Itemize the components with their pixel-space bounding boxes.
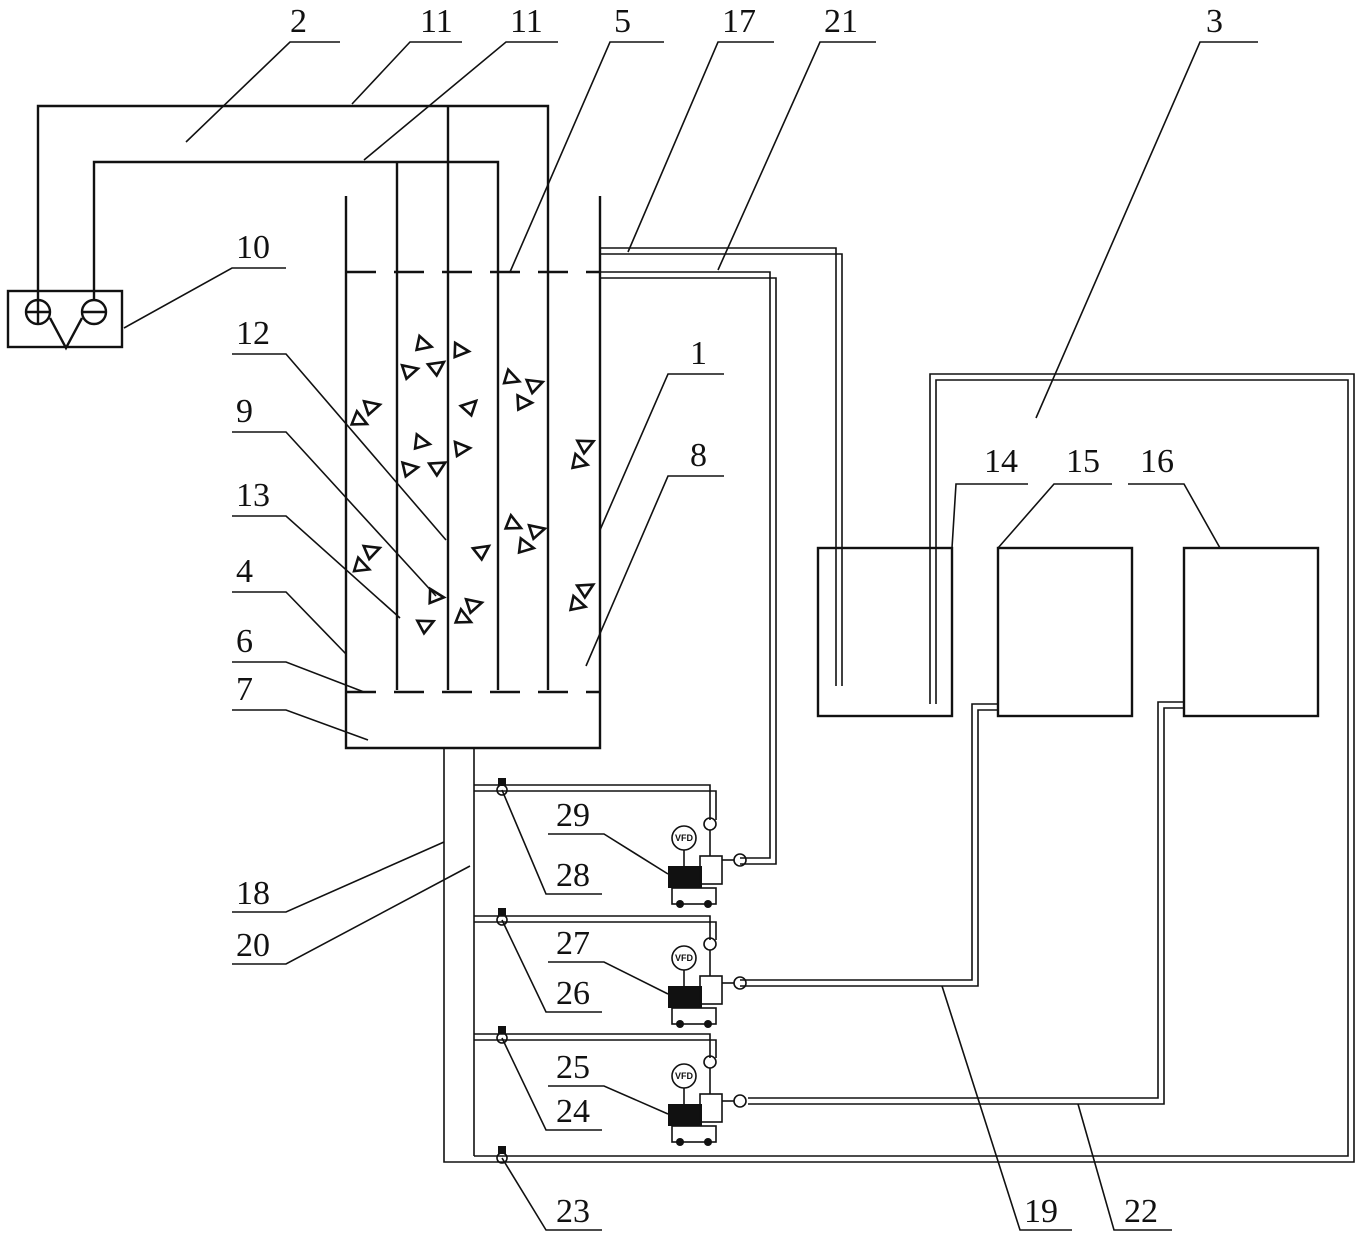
carrier-media-piece — [352, 555, 372, 573]
label-29: 29 — [556, 797, 590, 834]
feed-pipe-22 — [748, 701, 1184, 1105]
svg-text:VFD: VFD — [675, 833, 694, 843]
label-10: 10 — [236, 229, 270, 266]
tank-16 — [1182, 546, 1320, 718]
leader-lines — [123, 41, 1258, 1231]
branch-line-top — [474, 784, 717, 820]
label-9: 9 — [236, 393, 253, 430]
svg-text:VFD: VFD — [675, 1071, 694, 1081]
carrier-media-piece — [361, 544, 383, 562]
carrier-media-piece — [575, 439, 597, 456]
carrier-media-piece — [470, 544, 492, 562]
label-3: 3 — [1206, 3, 1223, 40]
label-28: 28 — [556, 857, 590, 894]
pump-25: VFD — [668, 1055, 747, 1146]
carrier-media-piece — [426, 461, 448, 478]
reactor-tank — [344, 196, 602, 750]
label-15: 15 — [1066, 443, 1100, 480]
air-pipe-outer — [36, 104, 550, 690]
carrier-media-piece — [349, 408, 370, 426]
carrier-media-piece — [574, 583, 596, 600]
carrier-media-piece — [428, 586, 447, 605]
carrier-media-piece — [458, 398, 479, 418]
label-8: 8 — [690, 437, 707, 474]
carrier-media-piece — [570, 451, 591, 470]
carrier-media-piece — [527, 523, 548, 542]
feed-pipe-19 — [740, 703, 998, 987]
carrier-media-piece — [453, 340, 472, 359]
carrier-media-piece — [425, 360, 447, 378]
carrier-media-piece — [362, 399, 383, 418]
tank-15 — [996, 546, 1134, 718]
carrier-media-piece — [568, 593, 589, 612]
label-11b: 11 — [510, 3, 543, 40]
carrier-media-piece — [400, 460, 421, 479]
label-16: 16 — [1140, 443, 1174, 480]
label-14: 14 — [984, 443, 1018, 480]
label-2: 2 — [290, 3, 307, 40]
branch-line-bottom — [474, 1033, 717, 1058]
label-18: 18 — [236, 875, 270, 912]
pump-27: VFD — [668, 937, 747, 1028]
label-6: 6 — [236, 623, 253, 660]
label-25: 25 — [556, 1049, 590, 1086]
label-12: 12 — [236, 315, 270, 352]
carrier-media — [349, 333, 597, 636]
carrier-media-piece — [453, 606, 474, 624]
label-11a: 11 — [420, 3, 453, 40]
label-4: 4 — [236, 553, 253, 590]
branch-line-middle — [474, 915, 717, 940]
valve-28 — [496, 778, 508, 796]
carrier-media-piece — [400, 363, 421, 382]
return-pipe-21 — [600, 271, 777, 865]
carrier-media-piece — [503, 512, 524, 530]
label-5: 5 — [614, 3, 631, 40]
blower-unit — [6, 289, 124, 351]
carrier-media-piece — [464, 597, 485, 616]
tank-14 — [816, 546, 954, 718]
label-20: 20 — [236, 927, 270, 964]
label-27: 27 — [556, 925, 590, 962]
label-13: 13 — [236, 477, 270, 514]
carrier-media-piece — [415, 619, 437, 636]
svg-text:VFD: VFD — [675, 953, 694, 963]
label-19: 19 — [1024, 1193, 1058, 1230]
labels: 2 11 11 5 17 21 3 10 12 1 9 8 13 14 15 1… — [236, 3, 1223, 1230]
label-24: 24 — [556, 1093, 590, 1130]
recycle-pipe-3 — [443, 373, 1355, 1163]
carrier-media-piece — [516, 393, 535, 412]
outlet-pipe-17 — [600, 247, 843, 686]
label-22: 22 — [1124, 1193, 1158, 1230]
carrier-media-piece — [502, 367, 522, 385]
carrier-media-piece — [414, 333, 435, 352]
carrier-media-piece — [524, 378, 546, 396]
label-17: 17 — [722, 3, 756, 40]
carrier-media-piece — [517, 536, 537, 555]
label-23: 23 — [556, 1193, 590, 1230]
label-21: 21 — [824, 3, 858, 40]
label-1: 1 — [690, 335, 707, 372]
carrier-media-piece — [453, 439, 473, 459]
carrier-media-piece — [413, 432, 433, 451]
air-pipe-inner — [92, 160, 500, 690]
pump-29: VFD — [668, 817, 747, 908]
valve-23 — [496, 1146, 508, 1164]
label-26: 26 — [556, 975, 590, 1012]
label-7: 7 — [236, 671, 253, 708]
valve-24 — [496, 1026, 508, 1044]
valve-26 — [496, 908, 508, 926]
